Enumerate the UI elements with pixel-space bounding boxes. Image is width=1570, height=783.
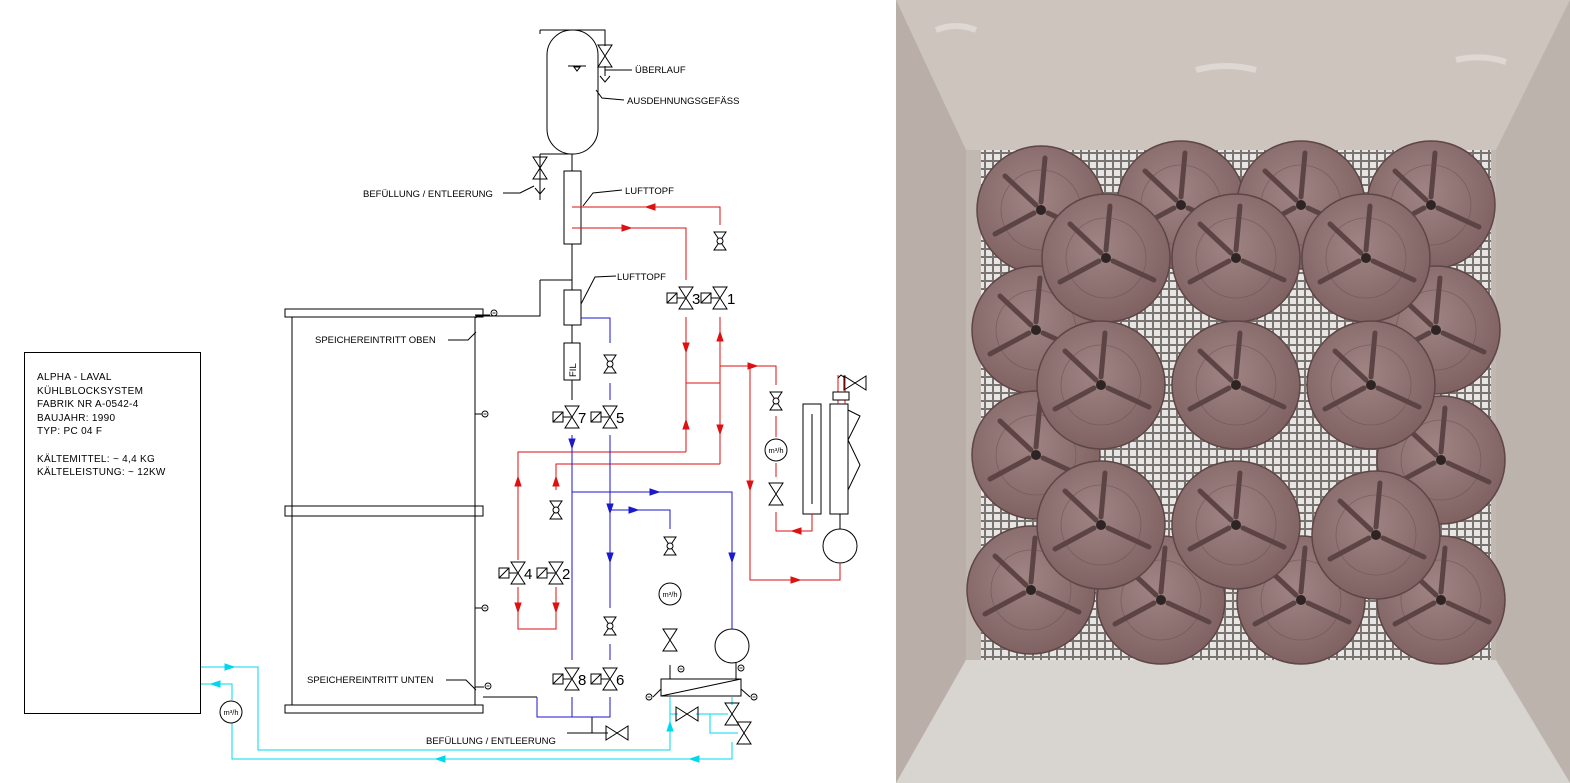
black-piping [446, 29, 861, 734]
flowmeter-label-3: m³/h [224, 708, 239, 717]
info-system: KÜHLBLOCKSYSTEM [37, 385, 144, 397]
ice-storage-photo [896, 0, 1570, 783]
info-capacity: KÄLTELEISTUNG: ~ 12KW [37, 467, 166, 479]
glycol-piping [201, 663, 738, 763]
info-serial: FABRIK NR A-0542-4 [37, 399, 139, 411]
valve-number-2: 2 [562, 566, 570, 583]
temperature-sensors [475, 309, 498, 690]
valve-number-4: 4 [524, 566, 532, 583]
info-type: TYP: PC 04 F [37, 426, 103, 438]
ice-bank-disks [967, 141, 1505, 664]
valve-number-7: 7 [578, 410, 586, 427]
valve-number-5: 5 [616, 410, 624, 427]
fill-drain-bottom-label: BEFÜLLUNG / ENTLEERUNG [426, 736, 556, 747]
air-pot-label-2: LUFTTOPF [617, 272, 666, 283]
flowmeter-label-1: m³/h [769, 446, 784, 455]
valve-number-8: 8 [578, 672, 586, 689]
valve-number-6: 6 [616, 672, 624, 689]
expansion-vessel-label: AUSDEHNUNGSGEFÄSS [627, 96, 739, 107]
filter-label: FIL [568, 363, 579, 377]
valve-number-3: 3 [692, 291, 700, 308]
hydraulic-schematic: m³/h m³/h m³/h FIL 1 3 7 5 4 2 8 6 ÜBERL… [201, 29, 867, 763]
hot-piping [514, 203, 846, 630]
storage-inlet-bottom-label: SPEICHEREINTRITT UNTEN [307, 675, 434, 686]
storage-inlet-top-label: SPEICHEREINTRITT OBEN [315, 335, 436, 346]
valve-symbols [498, 44, 867, 745]
cold-piping [536, 317, 736, 718]
info-refrigerant: KÄLTEMITTEL: ~ 4,4 KG [37, 453, 156, 465]
flowmeter-symbols [219, 438, 788, 724]
info-year: BAUJAHR: 1990 [37, 412, 116, 424]
air-pot-label-1: LUFTTOPF [625, 186, 674, 197]
flowmeter-label-2: m³/h [663, 590, 678, 599]
system-info-plate: ALPHA - LAVAL KÜHLBLOCKSYSTEM FABRIK NR … [24, 352, 201, 714]
info-manufacturer: ALPHA - LAVAL [37, 372, 112, 383]
overflow-label: ÜBERLAUF [635, 65, 686, 76]
fill-drain-top-label: BEFÜLLUNG / ENTLEERUNG [363, 189, 493, 200]
storage-tank [284, 308, 484, 714]
valve-number-1: 1 [727, 291, 735, 308]
